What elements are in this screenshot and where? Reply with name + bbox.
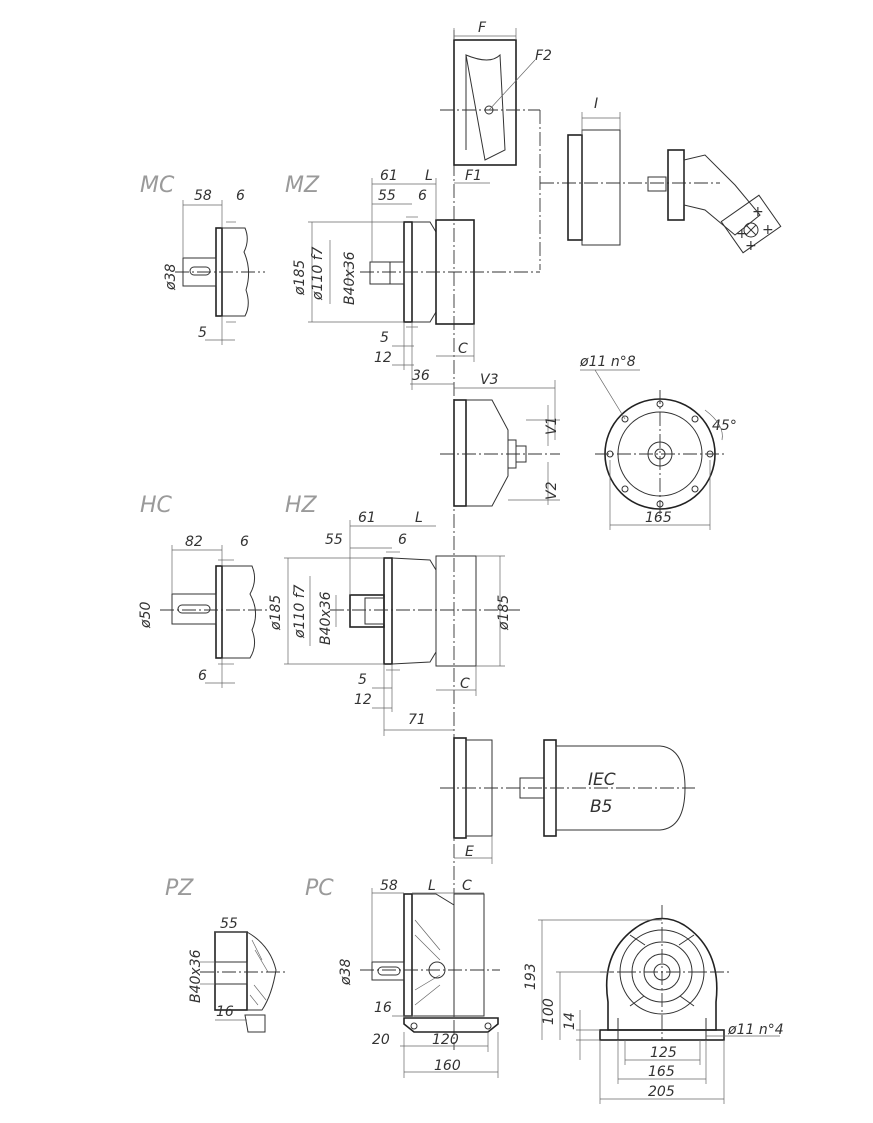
label-HZ: HZ (285, 493, 318, 518)
foot-mount-view: 193 100 14 ø11 n°4 125 165 205 (523, 905, 784, 1104)
hz-dim-185: ø185 (268, 595, 284, 631)
label-HC: HC (140, 493, 173, 518)
pc-dim-38: ø38 (338, 959, 354, 986)
mz-dim-C: C (458, 341, 468, 357)
dim-F2: F2 (535, 48, 552, 64)
angle-45: 45° (712, 418, 737, 434)
hz-dim-6: 6 (398, 532, 407, 548)
svg-text:+: + (752, 204, 764, 220)
mz-dim-5: 5 (380, 330, 389, 346)
hz-dim-C: C (460, 676, 470, 692)
dim-F1: F1 (465, 168, 482, 184)
hz-dim-5: 5 (358, 672, 367, 688)
mz-dim-6: 6 (418, 188, 427, 204)
hz-dim-110: ø110 f7 (292, 584, 308, 639)
pz-dim-16: 16 (216, 1004, 234, 1020)
mc-dim-38: ø38 (163, 264, 179, 291)
pc-dim-58: 58 (380, 878, 398, 894)
mz-dim-12: 12 (374, 350, 392, 366)
svg-text:+: + (762, 222, 774, 238)
mz-dim-185: ø185 (292, 260, 308, 296)
pz-view: PZ 55 B40x36 16 (165, 876, 285, 1033)
mc-dim-6: 6 (236, 188, 245, 204)
hz-dim-B40: B40x36 (318, 591, 334, 645)
mz-dim-61: 61 (380, 168, 398, 184)
hz-dim-71: 71 (408, 712, 426, 728)
dim-V3: V3 (480, 372, 498, 388)
mz-dim-36: 36 (412, 368, 430, 384)
svg-text:+: + (736, 226, 748, 242)
mc-view: MC 58 6 ø38 5 (140, 173, 265, 345)
hc-dim-6b: 6 (198, 668, 207, 684)
flange-front-view: 165 ø11 n°8 45° (579, 354, 737, 530)
foot-dim-193: 193 (523, 963, 539, 990)
mz-dim-55: 55 (378, 188, 396, 204)
foot-holes: ø11 n°4 (727, 1022, 784, 1038)
pc-dim-16: 16 (374, 1000, 392, 1016)
dim-165-flange: 165 (645, 510, 672, 526)
pc-dim-20: 20 (372, 1032, 390, 1048)
pz-dim-B40: B40x36 (188, 949, 204, 1003)
foot-dim-100: 100 (541, 998, 557, 1025)
pc-view: PC 58 L C ø38 16 20 120 160 (305, 876, 500, 1078)
flange-holes: ø11 n°8 (579, 354, 636, 370)
label-PC: PC (305, 876, 334, 901)
dim-E: E (465, 844, 474, 860)
dim-V1: V1 (544, 417, 560, 435)
hz-dim-185r: ø185 (496, 595, 512, 631)
dim-V2: V2 (544, 481, 560, 500)
foot-dim-205: 205 (648, 1084, 675, 1100)
label-MC: MC (140, 173, 175, 198)
hz-dim-L: L (415, 510, 423, 526)
hz-dim-55: 55 (325, 532, 343, 548)
b5-label: B5 (590, 797, 612, 817)
pc-dim-C: C (462, 878, 472, 894)
mz-dim-B40: B40x36 (342, 251, 358, 305)
hc-dim-82: 82 (185, 534, 203, 550)
foot-dim-14: 14 (562, 1012, 578, 1030)
pc-dim-120: 120 (432, 1032, 459, 1048)
dim-F: F (478, 20, 487, 36)
foot-dim-165: 165 (648, 1064, 675, 1080)
mc-dim-5: 5 (198, 325, 207, 341)
hz-view: HZ 61 L 55 6 ø185 ø110 f7 B40x36 ø185 5 … (268, 493, 520, 736)
pz-dim-55: 55 (220, 916, 238, 932)
label-PZ: PZ (165, 876, 194, 901)
hc-dim-50: ø50 (138, 602, 154, 629)
flange-side-view: V3 V1 V2 (440, 372, 560, 507)
hydraulic-adapter: I + + + + (567, 96, 782, 254)
iec-motor-view: IEC B5 E (440, 737, 695, 864)
dim-I: I (594, 96, 598, 112)
top-gearbox-view: F F2 F1 (440, 20, 720, 270)
iec-label: IEC (588, 770, 616, 790)
hc-view: HC 82 6 ø50 6 (138, 493, 270, 688)
mz-dim-L: L (425, 168, 433, 184)
mz-dim-110: ø110 f7 (310, 246, 326, 301)
mz-view: MZ 61 L 55 6 ø185 ø110 f7 B40x36 5 12 36… (285, 168, 540, 390)
hc-dim-6: 6 (240, 534, 249, 550)
foot-dim-125: 125 (650, 1045, 677, 1061)
mc-dim-58: 58 (194, 188, 212, 204)
pc-dim-160: 160 (434, 1058, 461, 1074)
hz-dim-61: 61 (358, 510, 376, 526)
pc-dim-L: L (428, 878, 436, 894)
svg-text:+: + (745, 238, 757, 254)
label-MZ: MZ (285, 173, 320, 198)
hz-dim-12: 12 (354, 692, 372, 708)
